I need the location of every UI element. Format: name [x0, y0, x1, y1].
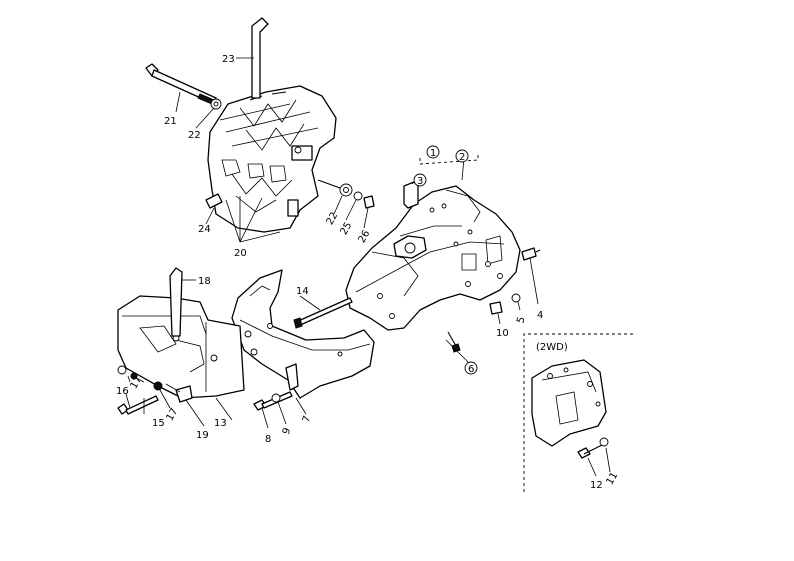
callout-3: 3	[417, 176, 423, 187]
callout-circle-1	[426, 145, 440, 159]
callout-13: 13	[214, 418, 227, 429]
callout-circle-6	[464, 361, 478, 375]
callout-9: 9	[281, 426, 294, 436]
callout-19: 19	[196, 430, 209, 441]
callout-5: 5	[515, 316, 527, 325]
bolt-8-9	[253, 391, 293, 411]
callout-18: 18	[198, 276, 211, 287]
callout-21: 21	[164, 116, 177, 127]
callout-25: 25	[339, 220, 355, 237]
callout-8: 8	[265, 434, 271, 445]
callout-1: 1	[430, 148, 436, 159]
callout-14: 14	[296, 286, 309, 297]
callout-16: 16	[116, 386, 129, 397]
callout-10: 10	[496, 328, 509, 339]
callout-6: 6	[468, 364, 474, 375]
callout-22a: 22	[188, 130, 201, 141]
front-weight-lower	[231, 269, 375, 399]
group-bracket-1	[419, 152, 479, 165]
rod-14	[293, 297, 353, 329]
callout-circle-2	[455, 149, 469, 163]
callout-circle-3	[413, 173, 427, 187]
callout-22b: 22	[325, 210, 341, 227]
callout-12: 12	[590, 480, 603, 491]
callout-15: 15	[152, 418, 165, 429]
inset-label: (2WD)	[536, 342, 568, 353]
pin-23	[251, 17, 269, 99]
front-bracket-frame	[345, 181, 521, 331]
callout-24: 24	[198, 224, 211, 235]
bolt-21	[145, 63, 222, 110]
callout-2: 2	[459, 152, 465, 163]
hardware-upper	[205, 179, 375, 209]
callout-7: 7	[301, 414, 314, 424]
callout-17b: 17	[165, 406, 181, 423]
callout-26: 26	[357, 228, 373, 245]
callout-20: 20	[234, 248, 247, 259]
inset-2wd	[523, 333, 636, 492]
callout-11: 11	[605, 470, 621, 487]
hardware-left	[117, 365, 193, 415]
weight-stack-upper	[207, 85, 337, 233]
callout-4: 4	[537, 310, 543, 321]
hardware-frame	[447, 247, 541, 353]
callout-23: 23	[222, 54, 235, 65]
side-weight-left	[117, 267, 245, 399]
leader-lines	[125, 57, 611, 477]
